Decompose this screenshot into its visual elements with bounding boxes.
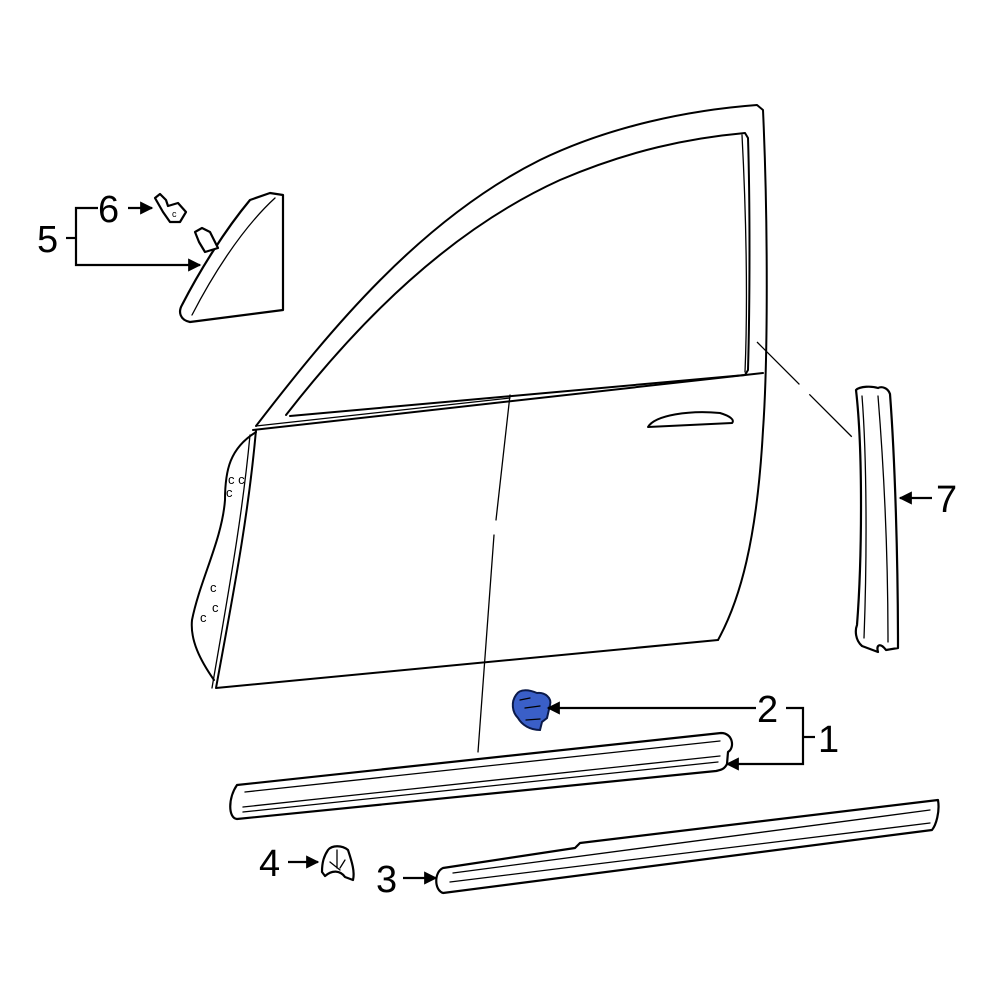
svg-text:c: c xyxy=(212,600,219,615)
part-4-end-cap[interactable] xyxy=(320,845,355,882)
part-3-rocker-molding[interactable] xyxy=(435,798,940,895)
svg-text:c: c xyxy=(210,580,217,595)
svg-text:c: c xyxy=(226,485,233,500)
front-door-outline: c c c c c c xyxy=(190,104,859,753)
callout-3[interactable]: 3 xyxy=(376,859,397,901)
svg-text:c c: c c xyxy=(228,472,245,487)
callout-leaders xyxy=(66,201,932,885)
svg-text:c: c xyxy=(200,610,207,625)
callout-4[interactable]: 4 xyxy=(259,843,280,885)
callout-1[interactable]: 1 xyxy=(818,719,839,761)
callout-5[interactable]: 5 xyxy=(37,219,58,261)
svg-text:c: c xyxy=(172,209,177,219)
callout-7[interactable]: 7 xyxy=(936,479,957,521)
part-2-molding-clip[interactable] xyxy=(511,689,552,732)
part-5-mirror-trim[interactable] xyxy=(179,191,285,324)
callout-2[interactable]: 2 xyxy=(757,689,778,731)
callout-6[interactable]: 6 xyxy=(98,189,119,231)
part-7-pillar-molding[interactable] xyxy=(854,385,900,654)
part-1-body-side-molding[interactable] xyxy=(229,731,734,821)
part-6-retainer-clip[interactable]: c xyxy=(153,192,188,224)
